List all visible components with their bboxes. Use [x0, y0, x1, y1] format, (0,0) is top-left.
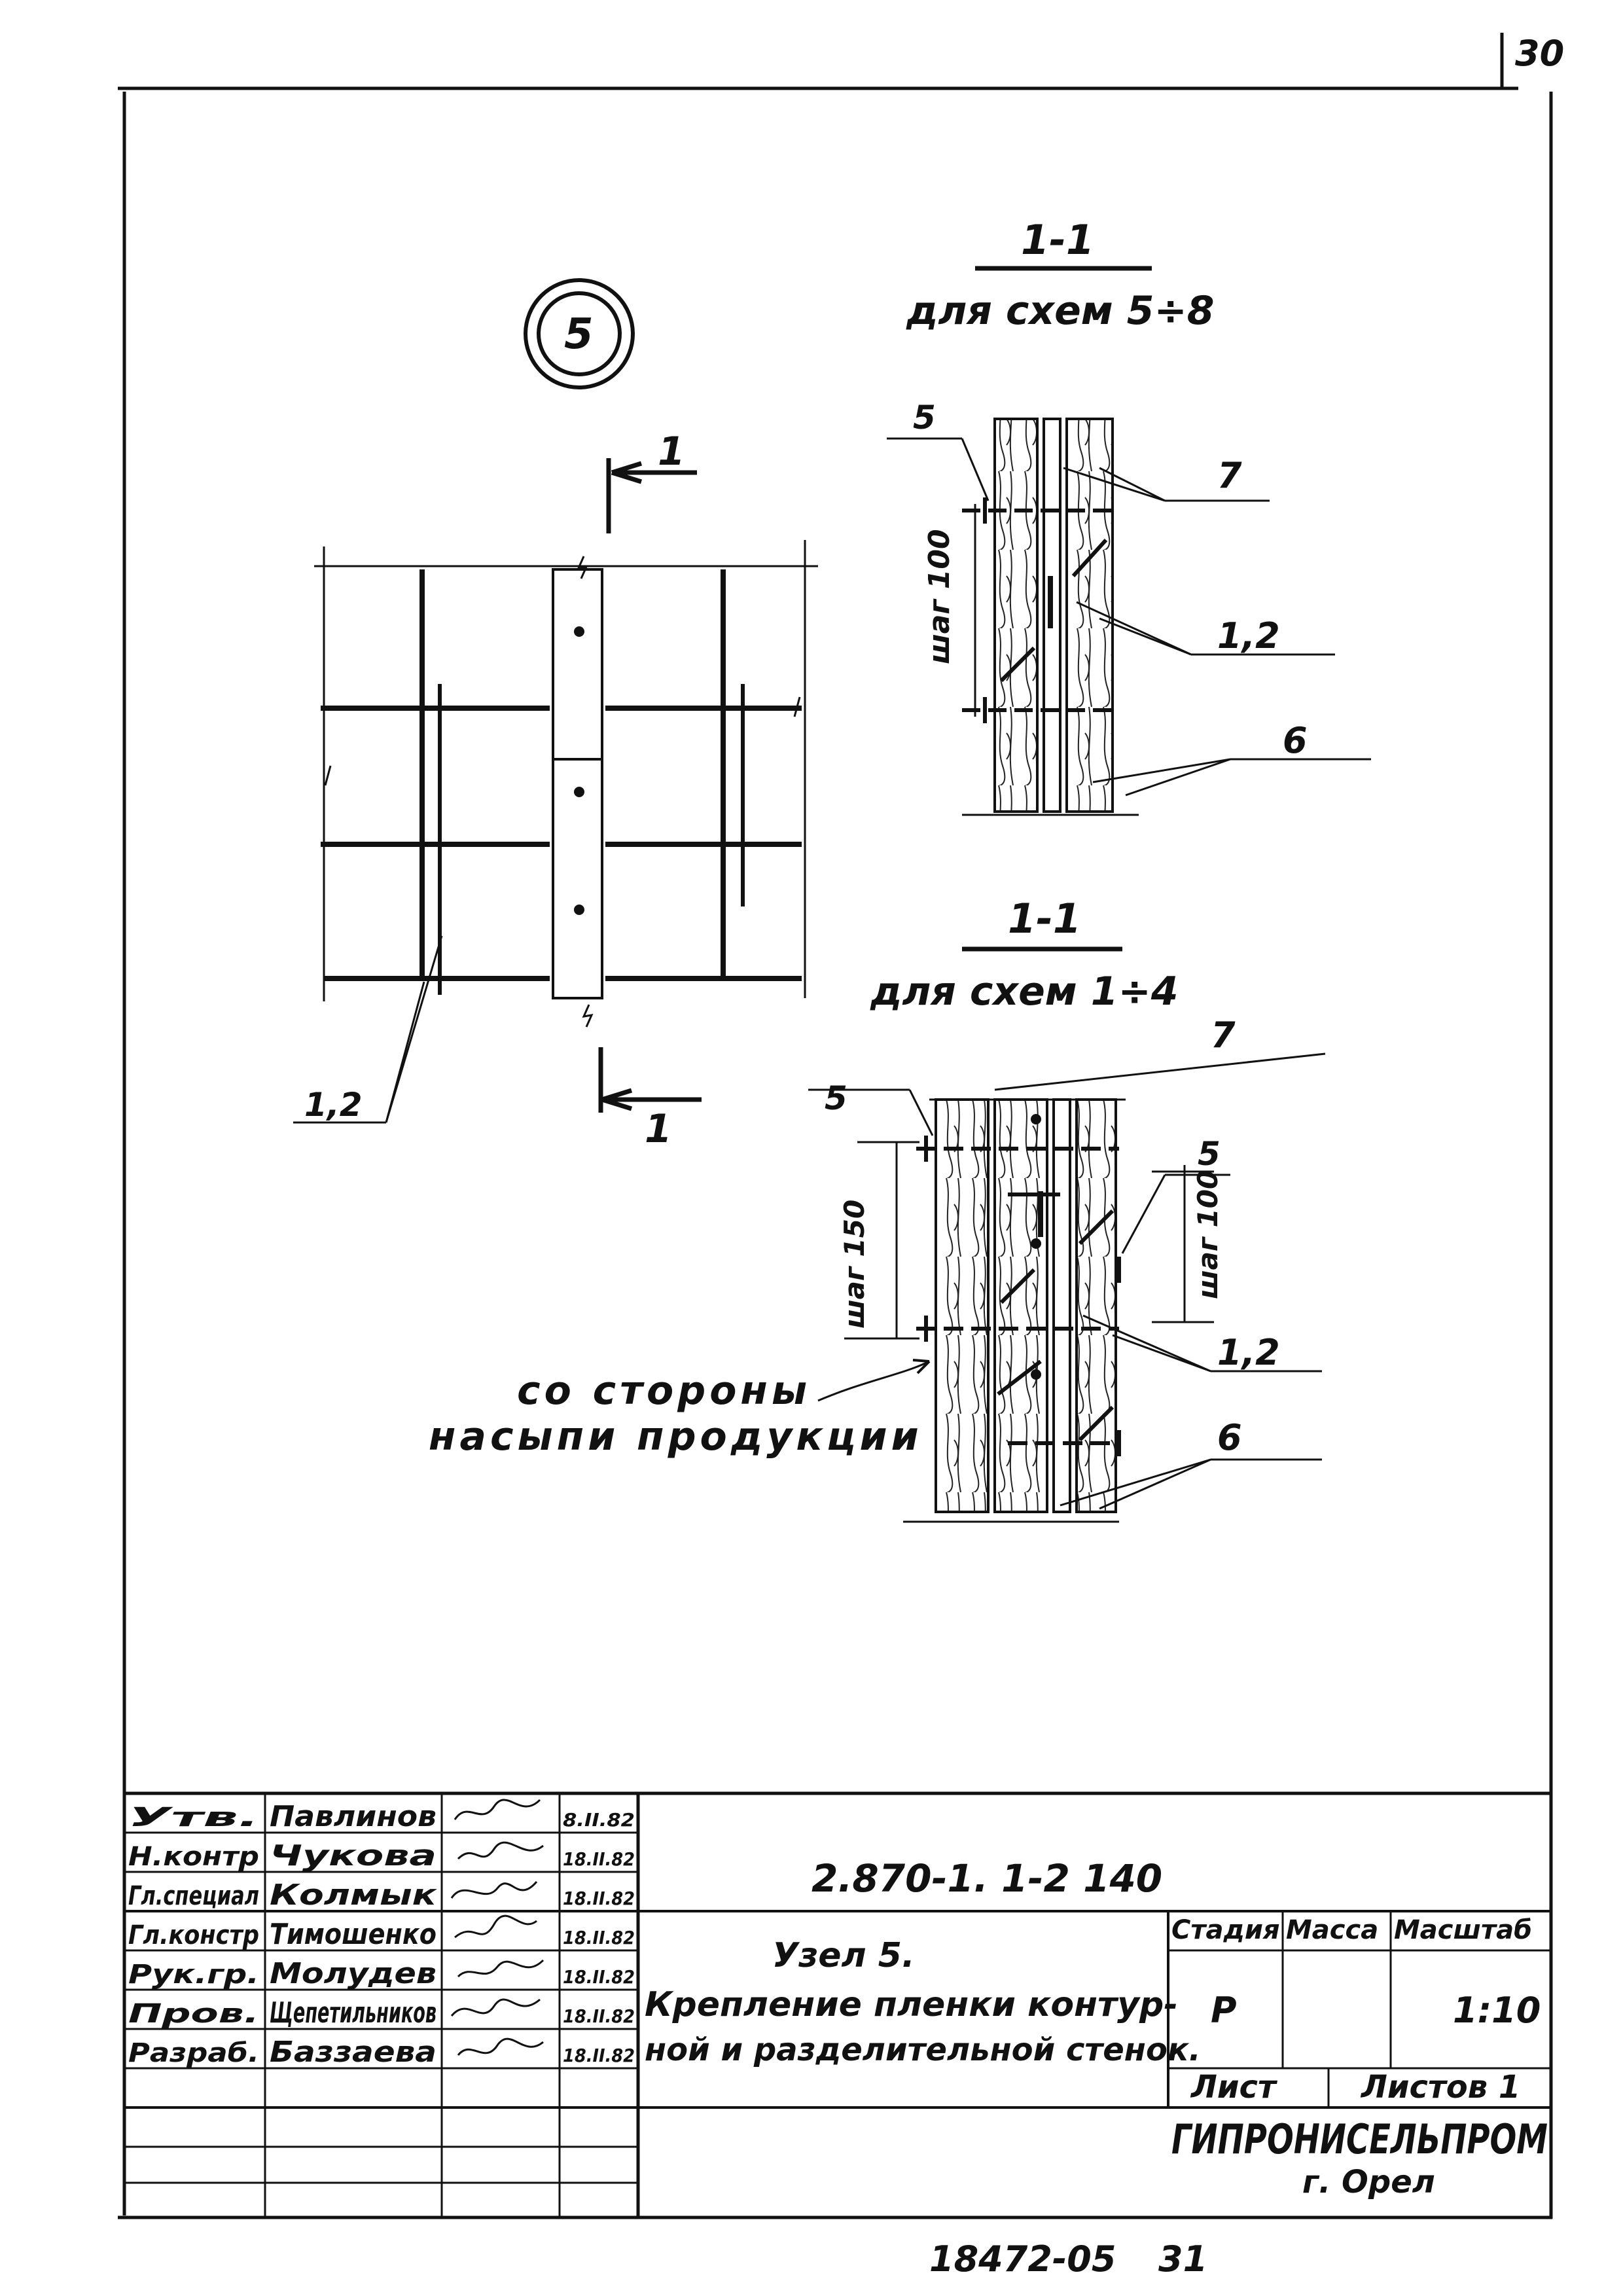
title-block-rows: Утв. Павлинов 8.II.82Н.контр Чукова 18.II.82… — [128, 1800, 635, 2069]
section-bottom-subtitle: для схем 1÷4 — [870, 969, 1178, 1014]
front-view-callout-12: 1,2 — [304, 1086, 363, 1124]
section-bottom-step-left: шаг 150 — [838, 1200, 870, 1329]
title-block-role: Гл.констр — [128, 1920, 259, 1950]
scale-value: 1:10 — [1453, 1990, 1541, 2031]
section-top-step: шаг 100 — [923, 529, 956, 664]
title-line-3: ной и разделительной стенок. — [645, 2032, 1201, 2068]
section-top-subtitle: для схем 5÷8 — [906, 288, 1214, 334]
section-bottom-label-12: 1,2 — [1217, 1332, 1280, 1373]
title-block-role: Утв. — [128, 1803, 259, 1833]
scale-header: Масштаб — [1394, 1915, 1532, 1945]
title-block-date: 18.II.82 — [563, 2005, 635, 2027]
title-block-role: Разраб. — [128, 2038, 259, 2068]
section-mark-top — [606, 458, 697, 533]
doc-code: 2.870-1. 1-2 140 — [812, 1856, 1162, 1901]
title-block-name: Молудев — [270, 1957, 437, 1990]
section-bottom-label-6: 6 — [1217, 1417, 1242, 1458]
front-view — [293, 540, 818, 1124]
section-bottom-label-5a: 5 — [825, 1079, 847, 1117]
node-number: 5 — [564, 310, 594, 359]
stage-value: Р — [1211, 1990, 1237, 2031]
title-line-2: Крепление пленки контур- — [645, 1985, 1178, 2024]
title-block-signatures — [450, 1799, 544, 2056]
title-block-name: Тимошенко — [270, 1918, 437, 1951]
section-top-title: 1-1 — [1021, 216, 1094, 264]
section-mark-bottom — [598, 1047, 702, 1113]
sheets-label: Листов 1 — [1360, 2069, 1520, 2106]
section-mark-bottom-label: 1 — [645, 1106, 672, 1152]
mass-header: Масса — [1286, 1915, 1378, 1945]
title-block-date: 18.II.82 — [563, 1966, 635, 1988]
sheet-label: Лист — [1190, 2069, 1278, 2106]
title-block-date: 18.II.82 — [563, 1848, 635, 1870]
footer-archive-number: 18472-05 — [929, 2238, 1116, 2280]
section-top-label-5: 5 — [913, 399, 936, 437]
title-block-date: 18.II.82 — [563, 1927, 635, 1948]
footer-page-number: 31 — [1158, 2238, 1207, 2280]
section-bottom-label-5b: 5 — [1198, 1135, 1221, 1173]
note-line-1: со стороны — [517, 1368, 811, 1414]
section-top-label-6: 6 — [1283, 720, 1308, 761]
title-block-date: 18.II.82 — [563, 1888, 635, 1909]
title-block-name: Чукова — [270, 1839, 437, 1873]
org-name: ГИПРОНИСЕЛЬПРОМ — [1171, 2115, 1548, 2163]
org-city: г. Орел — [1302, 2164, 1435, 2200]
section-bottom-bolts — [1031, 1114, 1041, 1380]
section-bottom-title: 1-1 — [1008, 895, 1081, 942]
title-block-grid — [124, 1791, 1551, 2217]
title-block-name: Щепетильников — [270, 1996, 437, 2030]
section-top-drawing — [887, 418, 1371, 816]
title-line-1: Узел 5. — [772, 1936, 915, 1975]
title-block-date: 8.II.82 — [563, 1809, 635, 1831]
section-top-label-7: 7 — [1217, 455, 1242, 496]
title-block-name: Павлинов — [270, 1800, 437, 1833]
title-block-role: Гл.специал — [128, 1881, 259, 1911]
front-view-bolts — [574, 626, 584, 915]
title-block-role: Пров. — [128, 1999, 259, 2029]
title-block-name: Баззаева — [270, 2036, 437, 2069]
section-bottom-step-right: шаг 100 — [1192, 1170, 1224, 1299]
title-block-date: 18.II.82 — [563, 2045, 635, 2066]
section-bottom-label-7: 7 — [1211, 1014, 1236, 1056]
section-mark-top-label: 1 — [658, 429, 685, 475]
sheet-frame — [118, 33, 1553, 2219]
section-bottom-drawing — [808, 1052, 1326, 1523]
node-marker: 5 — [524, 278, 635, 389]
sheet-corner-number: 30 — [1515, 33, 1564, 74]
note-line-2: насыпи продукции — [429, 1414, 923, 1460]
section-top-label-12: 1,2 — [1217, 615, 1280, 656]
title-block-role: Н.контр — [128, 1842, 259, 1872]
title-block-name: Колмык — [270, 1878, 437, 1912]
title-block-role: Рук.гр. — [128, 1960, 259, 1990]
stage-header: Стадия — [1171, 1915, 1280, 1945]
